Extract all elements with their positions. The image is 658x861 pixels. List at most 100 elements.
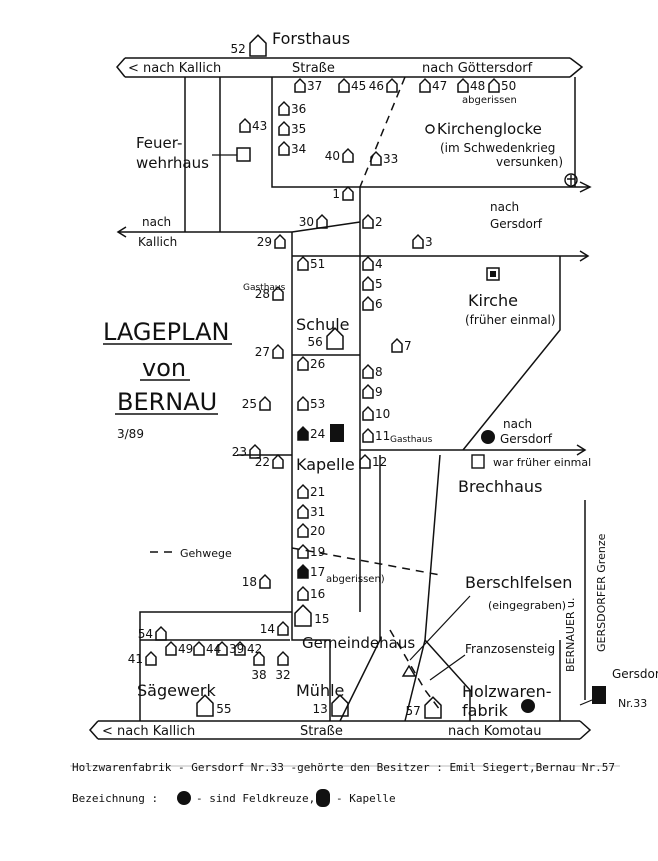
house-icon <box>331 694 349 717</box>
house-number-label: 24 <box>310 427 325 441</box>
label-brechhaus-note: war früher einmal <box>493 456 591 469</box>
house-icon <box>362 255 374 271</box>
house-number-label: 28 <box>255 287 270 301</box>
house-number-label: 54 <box>138 627 153 641</box>
rock-icon <box>401 664 417 677</box>
house-icon <box>488 77 500 93</box>
house-icon <box>165 640 177 656</box>
house-icon <box>297 483 309 499</box>
house-icon <box>278 100 290 116</box>
title-line3: BERNAU <box>117 388 217 416</box>
house-icon <box>424 696 442 719</box>
house-number-label: 15 <box>314 612 329 626</box>
house-number-label: 14 <box>260 622 275 636</box>
house-icon <box>259 395 271 411</box>
house-icon <box>362 275 374 291</box>
label-kirchenglocke: Kirchenglocke <box>437 120 542 138</box>
label-gemeindehaus: Gemeindehaus <box>302 634 415 652</box>
chapel-icon <box>316 789 330 807</box>
house-number-label: 36 <box>291 102 306 116</box>
label-kirche: Kirche <box>468 291 518 310</box>
house-number-label: 48 <box>470 79 485 93</box>
house-number-label: 22 <box>255 455 270 469</box>
house-icon <box>249 443 261 459</box>
house-number-label: 2 <box>375 215 383 229</box>
house-icon <box>277 620 289 636</box>
house-icon <box>297 425 309 441</box>
house-number-label: 47 <box>432 79 447 93</box>
label-kirchenglocke-note-2: versunken) <box>496 155 563 169</box>
label-gasthaus-28: Gasthaus <box>243 283 286 293</box>
field-cross-icon <box>481 430 495 444</box>
house-icon <box>294 604 312 627</box>
house-icon <box>412 233 424 249</box>
label-berschlfelsen: Berschlfelsen <box>465 573 572 592</box>
house-icon <box>196 694 214 717</box>
house-icon <box>297 522 309 538</box>
house-icon <box>272 343 284 359</box>
label-brechhaus: Brechhaus <box>458 477 542 496</box>
house-number-label: 32 <box>275 668 290 682</box>
house-icon <box>239 117 251 133</box>
house-icon <box>297 255 309 271</box>
house-number-label: 43 <box>252 119 267 133</box>
house-icon <box>277 650 289 666</box>
label-franzosensteig: Franzosensteig <box>465 642 555 656</box>
house-number-label: 39 <box>229 642 244 656</box>
footer-kapelle: - Kapelle <box>336 792 396 805</box>
house-icon <box>294 77 306 93</box>
house-icon <box>297 355 309 371</box>
label-abgerissen-17: abgerissen) <box>326 574 385 585</box>
house-icon <box>326 327 344 350</box>
house-icon <box>249 34 267 57</box>
house-number-label: 3 <box>425 235 433 249</box>
house-number-label: 17 <box>310 565 325 579</box>
label-feuerwehrhaus-1: Feuer- <box>136 134 182 152</box>
house-icon <box>234 640 246 656</box>
road-label-gersdorf-mid-2: Gersdorf <box>500 432 553 446</box>
house-icon <box>386 77 398 93</box>
house-number-label: 57 <box>406 704 421 718</box>
bell-icon <box>425 124 435 134</box>
road-label-gersdorf-2: Gersdorf <box>490 217 543 231</box>
chapel-icon <box>330 424 344 442</box>
house-icon <box>193 640 205 656</box>
house-number-label: 21 <box>310 485 325 499</box>
house-number-label: 41 <box>128 652 143 666</box>
house-icon <box>362 363 374 379</box>
house-number-label: 13 <box>313 702 328 716</box>
house-number-label: 6 <box>375 297 383 311</box>
house-icon <box>278 140 290 156</box>
house-icon <box>362 427 374 443</box>
label-muehle: Mühle <box>296 681 344 700</box>
label-nr33: Nr.33 <box>618 697 647 710</box>
house-number-label: 49 <box>178 642 193 656</box>
house-icon <box>362 213 374 229</box>
house-icon <box>297 543 309 559</box>
house-icon <box>362 383 374 399</box>
title-code: 3/89 <box>117 427 144 441</box>
footer-feldkreuze: - sind Feldkreuze, <box>196 792 315 805</box>
house-number-label: 9 <box>375 385 383 399</box>
footer-label: Bezeichnung : <box>72 792 158 805</box>
house-number-label: 56 <box>308 335 323 349</box>
label-schule: Schule <box>296 315 350 334</box>
house-number-label: 18 <box>242 575 257 589</box>
label-holzwaren-2: fabrik <box>462 701 509 720</box>
house-number-label: 11 <box>375 429 390 443</box>
label-berschlfelsen-note: (eingegraben) <box>488 599 566 612</box>
house-number-label: 1 <box>332 187 340 201</box>
house-icon <box>259 573 271 589</box>
house-icon <box>342 147 354 163</box>
house-icon <box>297 395 309 411</box>
house-icon <box>370 150 382 166</box>
road-label-gersdorf-mid-1: nach <box>503 417 532 431</box>
map-title: LAGEPLAN von BERNAU 3/89 <box>103 318 232 441</box>
label-gersdorf: Gersdorf <box>612 667 658 681</box>
field-cross-icon <box>177 791 191 805</box>
house-icon <box>272 453 284 469</box>
gersdorf-house-icon <box>592 686 606 704</box>
road-label-kallich-1: nach <box>142 215 171 229</box>
